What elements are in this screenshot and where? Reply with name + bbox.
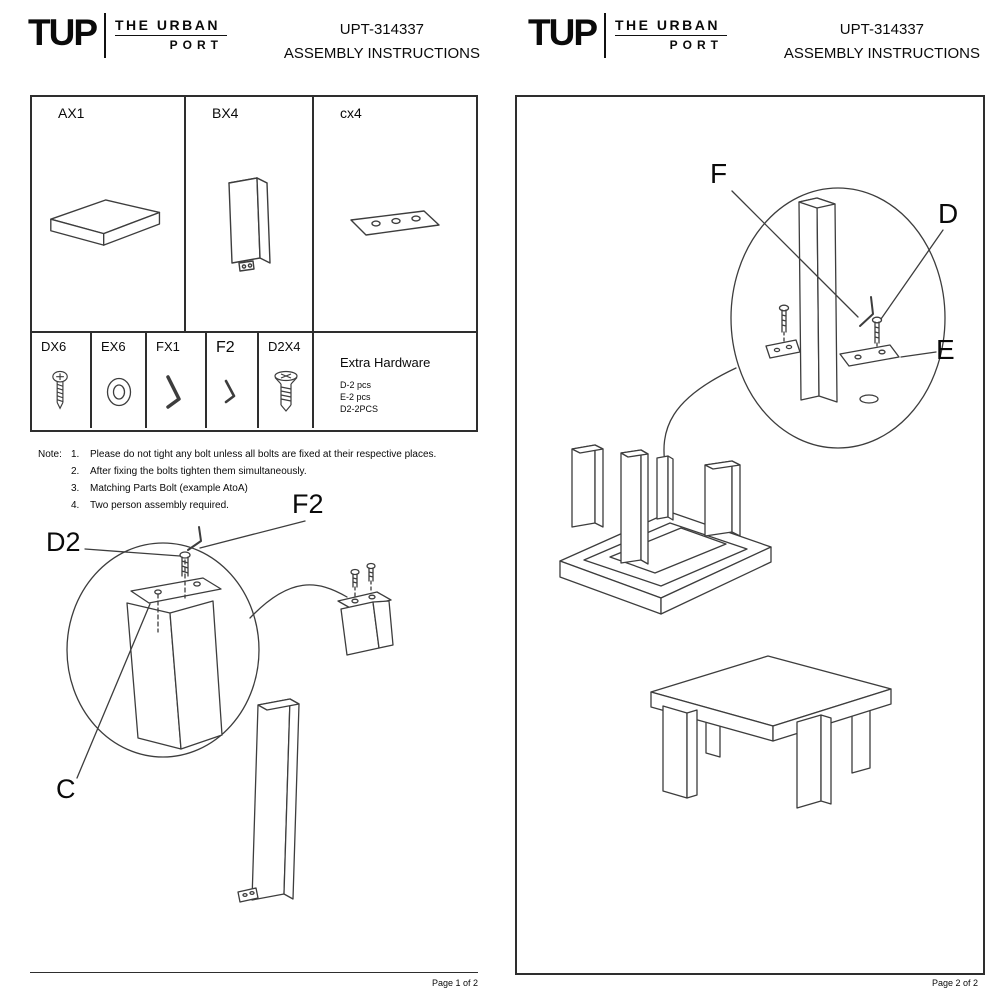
- note-line-3: 3. Matching Parts Bolt (example AtoA): [71, 483, 248, 494]
- washer-icon: [92, 357, 145, 426]
- connector-plate-icon: [314, 125, 476, 323]
- logo-divider: [604, 13, 606, 58]
- label-line-c: [76, 603, 151, 779]
- page1-assembly-diagram: [66, 520, 394, 903]
- extra-hardware-lines: D-2 pcs E-2 pcs D2-2PCS: [340, 379, 476, 415]
- part-label-bx4: BX4: [212, 105, 239, 121]
- parts-row-large: AX1 BX4: [32, 97, 476, 333]
- callout-label-c: C: [56, 774, 76, 804]
- tup-logo: TUP: [528, 12, 598, 53]
- callout-label-f2: F2: [292, 489, 324, 519]
- page-1: TUP THE URBAN PORT UPT-314337 ASSEMBLY I…: [28, 10, 480, 988]
- bolt-icon: [259, 357, 312, 426]
- parts-table: AX1 BX4: [30, 95, 478, 432]
- part-label-ax1: AX1: [58, 105, 85, 121]
- document-title: ASSEMBLY INSTRUCTIONS: [283, 45, 480, 62]
- table-upside-down: [559, 444, 772, 615]
- brand-logo-block: TUP THE URBAN PORT: [28, 10, 227, 58]
- brand-rule: [615, 35, 727, 36]
- part-cell-bx4: BX4: [186, 97, 314, 331]
- brand-name-bottom: PORT: [669, 38, 723, 52]
- page2-assembly-diagram: [559, 187, 946, 809]
- part-label-d2x4: D2X4: [268, 339, 301, 354]
- part-cell-ex6: EX6: [92, 333, 147, 428]
- extra-hardware-line: D2-2PCS: [340, 404, 379, 414]
- zoom-circle: [66, 542, 260, 758]
- zoom-connector-curve: [249, 584, 348, 619]
- title-block: UPT-314337 ASSEMBLY INSTRUCTIONS: [284, 10, 480, 66]
- brand-name-top: THE URBAN: [615, 17, 720, 33]
- brand-text: THE URBAN PORT: [615, 10, 727, 52]
- allen-key-small-icon: [207, 357, 257, 426]
- callout-label-d: D: [938, 198, 959, 229]
- table-assembled: [650, 655, 892, 809]
- part-label-ex6: EX6: [101, 339, 126, 354]
- leg-bracket-detail: [765, 197, 900, 404]
- page-number: Page 2 of 2: [931, 978, 978, 988]
- part-label-fx1: FX1: [156, 339, 180, 354]
- page1-header: TUP THE URBAN PORT UPT-314337 ASSEMBLY I…: [28, 10, 480, 66]
- product-code: UPT-314337: [339, 21, 425, 38]
- callout-label-d2: D2: [46, 527, 81, 557]
- side-plate-detail: [337, 562, 394, 656]
- callout-label-e: E: [936, 334, 955, 365]
- part-label-cx4: cx4: [340, 105, 362, 121]
- extra-hardware-cell: Extra Hardware D-2 pcs E-2 pcs D2-2PCS: [314, 333, 476, 428]
- tabletop-panel-icon: [32, 125, 184, 323]
- part-cell-f2: F2: [207, 333, 259, 428]
- note-line-1: Note: 1. Please do not tight any bolt un…: [38, 446, 478, 463]
- parts-row-hardware: DX6 EX6: [32, 333, 476, 428]
- brand-name-bottom: PORT: [169, 38, 223, 52]
- part-cell-dx6: DX6: [32, 333, 92, 428]
- label-line-f: [731, 190, 859, 318]
- logo-divider: [104, 13, 106, 58]
- brand-text: THE URBAN PORT: [115, 10, 227, 52]
- footer-divider: [30, 972, 478, 973]
- brand-name-top: THE URBAN: [115, 17, 220, 33]
- leg-post: [237, 698, 300, 903]
- corner-bracket-detail: [126, 526, 223, 750]
- callout-label-f: F: [710, 158, 728, 189]
- page-number: Page 1 of 2: [431, 978, 478, 988]
- label-line-d2: [84, 548, 181, 557]
- part-label-f2: F2: [216, 339, 235, 356]
- extra-hardware-title: Extra Hardware: [340, 355, 431, 370]
- brand-logo-block: TUP THE URBAN PORT: [528, 10, 727, 58]
- screw-icon: [32, 357, 90, 426]
- label-line-d: [880, 229, 944, 320]
- part-label-dx6: DX6: [41, 339, 67, 354]
- label-line-e: [900, 351, 937, 358]
- assembly-notes: Note: 1. Please do not tight any bolt un…: [38, 446, 478, 514]
- allen-key-icon: [147, 357, 205, 426]
- page-2: TUP THE URBAN PORT UPT-314337 ASSEMBLY I…: [500, 0, 1000, 1000]
- document-title: ASSEMBLY INSTRUCTIONS: [783, 45, 980, 62]
- note-line-2: 2. After fixing the bolts tighten them s…: [71, 466, 307, 477]
- leg-panel-icon: [186, 125, 312, 323]
- note-prefix: Note:: [38, 449, 62, 460]
- extra-hardware-line: D-2 pcs: [340, 380, 372, 390]
- tup-logo: TUP: [28, 12, 98, 53]
- brand-rule: [115, 35, 227, 36]
- extra-hardware-line: E-2 pcs: [340, 392, 371, 402]
- title-block: UPT-314337 ASSEMBLY INSTRUCTIONS: [784, 10, 980, 66]
- part-cell-fx1: FX1: [147, 333, 207, 428]
- zoom-connector-curve: [663, 367, 737, 471]
- page2-header: TUP THE URBAN PORT UPT-314337 ASSEMBLY I…: [528, 10, 980, 66]
- note-line-4: 4. Two person assembly required.: [71, 500, 229, 511]
- diagram-frame: [515, 95, 985, 975]
- part-cell-cx4: cx4: [314, 97, 476, 331]
- product-code: UPT-314337: [839, 21, 925, 38]
- part-cell-d2x4: D2X4: [259, 333, 314, 428]
- part-cell-ax1: AX1: [32, 97, 186, 331]
- label-line-f2: [199, 520, 306, 549]
- zoom-circle: [730, 187, 946, 449]
